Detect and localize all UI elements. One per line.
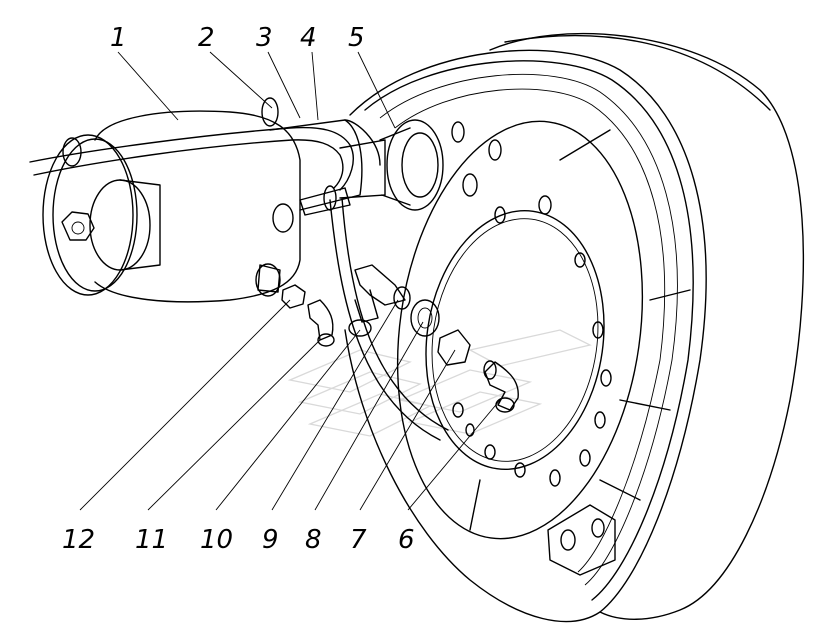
brake-chamber (42, 110, 381, 303)
callout-8: 8 (305, 525, 322, 555)
callout-4: 4 (300, 23, 317, 53)
wheel-rim (344, 33, 805, 623)
callout-5: 5 (348, 23, 365, 53)
hub-nut (339, 119, 444, 211)
wheel-disc (396, 120, 644, 576)
callout-11: 11 (135, 525, 168, 555)
callout-6: 6 (398, 525, 415, 555)
callout-3: 3 (256, 23, 273, 53)
callout-12: 12 (62, 525, 95, 555)
callout-labels: 1 2 3 4 5 6 7 8 9 10 11 12 (62, 23, 415, 555)
callout-7: 7 (350, 525, 367, 555)
leader-lines (79, 51, 501, 511)
callout-1: 1 (110, 23, 127, 53)
callout-10: 10 (200, 525, 233, 555)
watermark-logo (287, 329, 592, 437)
callout-2: 2 (198, 23, 215, 53)
fittings (255, 185, 519, 441)
disc-bolt-holes (451, 121, 612, 487)
air-tube (29, 97, 354, 191)
callout-9: 9 (262, 525, 279, 555)
